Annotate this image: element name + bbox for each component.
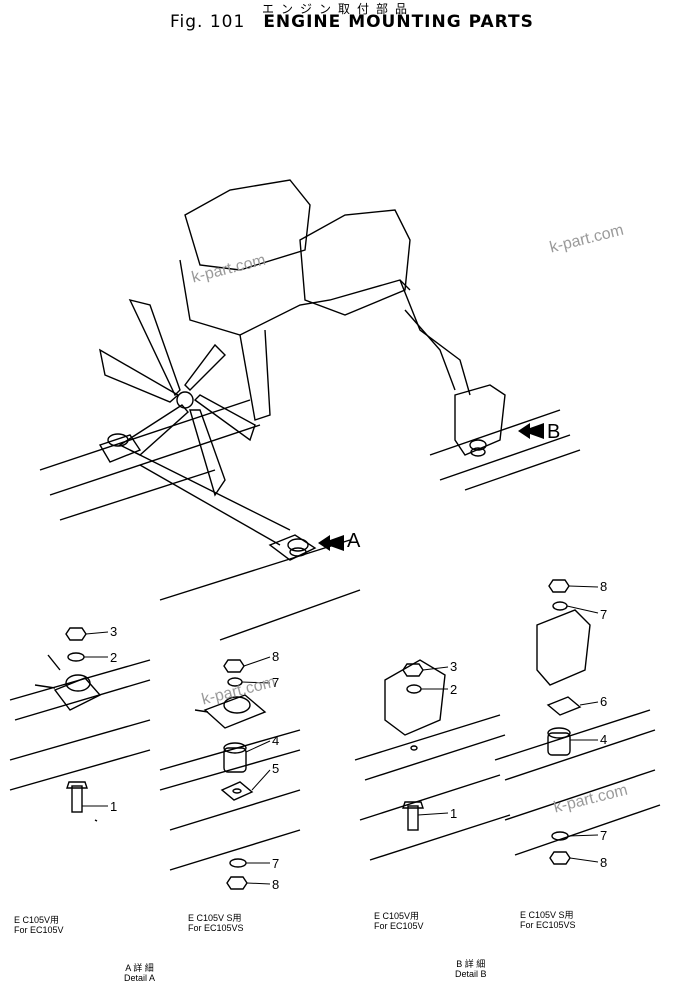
detail-en: Detail A bbox=[124, 973, 156, 983]
detail-en: Detail B bbox=[455, 969, 487, 979]
caption-ec105vs-b: E C105V S用 For EC105VS bbox=[520, 910, 576, 930]
arrow-b-label: B bbox=[547, 421, 561, 443]
caption-jp: E C105V用 bbox=[14, 915, 60, 925]
callout-7: 7 bbox=[600, 607, 608, 622]
figure-title: ENGINE MOUNTING PARTS bbox=[263, 12, 534, 32]
callout-5: 5 bbox=[272, 761, 280, 776]
detail-a-ec105v bbox=[9, 627, 151, 822]
detail-b-label: B 詳 細 Detail B bbox=[455, 959, 487, 979]
callout-7: 7 bbox=[272, 675, 280, 690]
detail-b-ec105vs bbox=[494, 579, 661, 865]
callout-6: 6 bbox=[600, 694, 608, 709]
callout-4: 4 bbox=[600, 732, 608, 747]
callout-2: 2 bbox=[450, 682, 458, 697]
mount-point-b bbox=[454, 384, 506, 457]
callout-8: 8 bbox=[600, 579, 608, 594]
arrow-a-label: A bbox=[347, 530, 361, 552]
callout-3: 3 bbox=[110, 624, 118, 639]
cooling-fan bbox=[99, 298, 256, 497]
page-title: Fig. 101 ENGINE MOUNTING PARTS bbox=[170, 12, 534, 32]
mount-point-a bbox=[268, 534, 317, 561]
callout-8: 8 bbox=[272, 877, 280, 892]
callout-1: 1 bbox=[450, 806, 458, 821]
caption-jp: E C105V用 bbox=[374, 911, 420, 921]
caption-jp: E C105V S用 bbox=[520, 910, 574, 920]
caption-en: For EC105VS bbox=[520, 920, 576, 930]
engine-block bbox=[179, 179, 471, 421]
callout-8: 8 bbox=[272, 649, 280, 664]
detail-b-ec105v bbox=[354, 659, 511, 861]
callout-2: 2 bbox=[110, 650, 118, 665]
caption-en: For EC105V bbox=[374, 921, 424, 931]
frame-rails bbox=[39, 399, 581, 641]
caption-en: For EC105V bbox=[14, 925, 64, 935]
detail-jp: A 詳 細 bbox=[125, 963, 154, 973]
callout-7: 7 bbox=[272, 856, 280, 871]
caption-en: For EC105VS bbox=[188, 923, 244, 933]
callout-7: 7 bbox=[600, 828, 608, 843]
detail-jp: B 詳 細 bbox=[456, 959, 486, 969]
callout-8: 8 bbox=[600, 855, 608, 870]
callout-4: 4 bbox=[272, 733, 280, 748]
caption-ec105v-b: E C105V用 For EC105V bbox=[374, 911, 424, 931]
front-mount-left bbox=[98, 433, 291, 546]
detail-a-label: A 詳 細 Detail A bbox=[124, 963, 155, 983]
title-japanese: エンジン取付部品 bbox=[262, 2, 415, 16]
callout-3: 3 bbox=[450, 659, 458, 674]
arrow-b bbox=[518, 423, 544, 439]
arrow-a bbox=[318, 535, 344, 551]
caption-jp: E C105V S用 bbox=[188, 913, 242, 923]
caption-ec105v-a: E C105V用 For EC105V bbox=[14, 915, 64, 935]
callout-1: 1 bbox=[110, 799, 118, 814]
leader-lines bbox=[82, 585, 599, 885]
caption-ec105vs-a: E C105V S用 For EC105VS bbox=[188, 913, 244, 933]
figure-number: Fig. 101 bbox=[170, 12, 246, 32]
detail-a-ec105vs bbox=[159, 659, 301, 890]
